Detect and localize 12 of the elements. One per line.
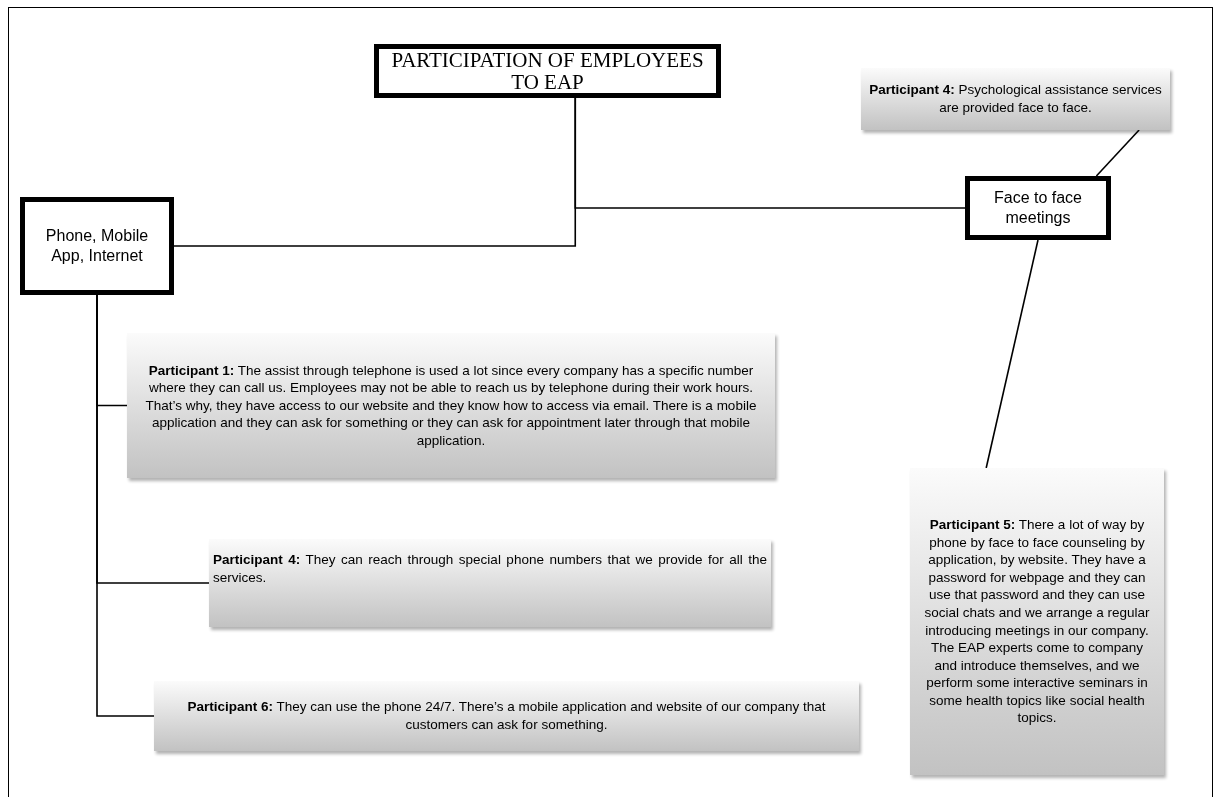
quote-card: Participant 6: They can use the phone 24/7. There’s a mobile application and website of our company that customers can ask for something. xyxy=(154,681,859,751)
topic-box: Phone, Mobile App, Internet xyxy=(20,197,174,295)
connector-line xyxy=(574,97,966,209)
title-box: PARTICIPATION OF EMPLOYEES TO EAP xyxy=(374,44,721,98)
quote-card: Participant 5: There a lot of way by phone by face to face counseling by application, by website. They have a password for webpage and they can use that password and they can use social chats and we arrange a regular introducing meetings in our company. The EAP experts come to company and introduce themselves, and we perform some interactive seminars in some health topics like social health topics. xyxy=(910,468,1164,775)
connector-line xyxy=(96,294,155,717)
topic-box: Face to face meetings xyxy=(965,176,1111,240)
quote-card: Participant 4: Psychological assistance services are provided face to face. xyxy=(861,68,1170,130)
connector-line xyxy=(1095,129,1140,177)
quote-card: Participant 4: They can reach through special phone numbers that we provide for all the services. xyxy=(209,539,771,627)
connector-line xyxy=(985,239,1039,469)
quote-card: Participant 1: The assist through telephone is used a lot since every company has a specific number where they can call us. Employees may not be able to reach us by telephone during their work hours. That’s why, they have access to our website and they know how to access via email. There is a mobile application and they can ask for something or they can ask for appointment later through that mobile application. xyxy=(127,333,775,478)
